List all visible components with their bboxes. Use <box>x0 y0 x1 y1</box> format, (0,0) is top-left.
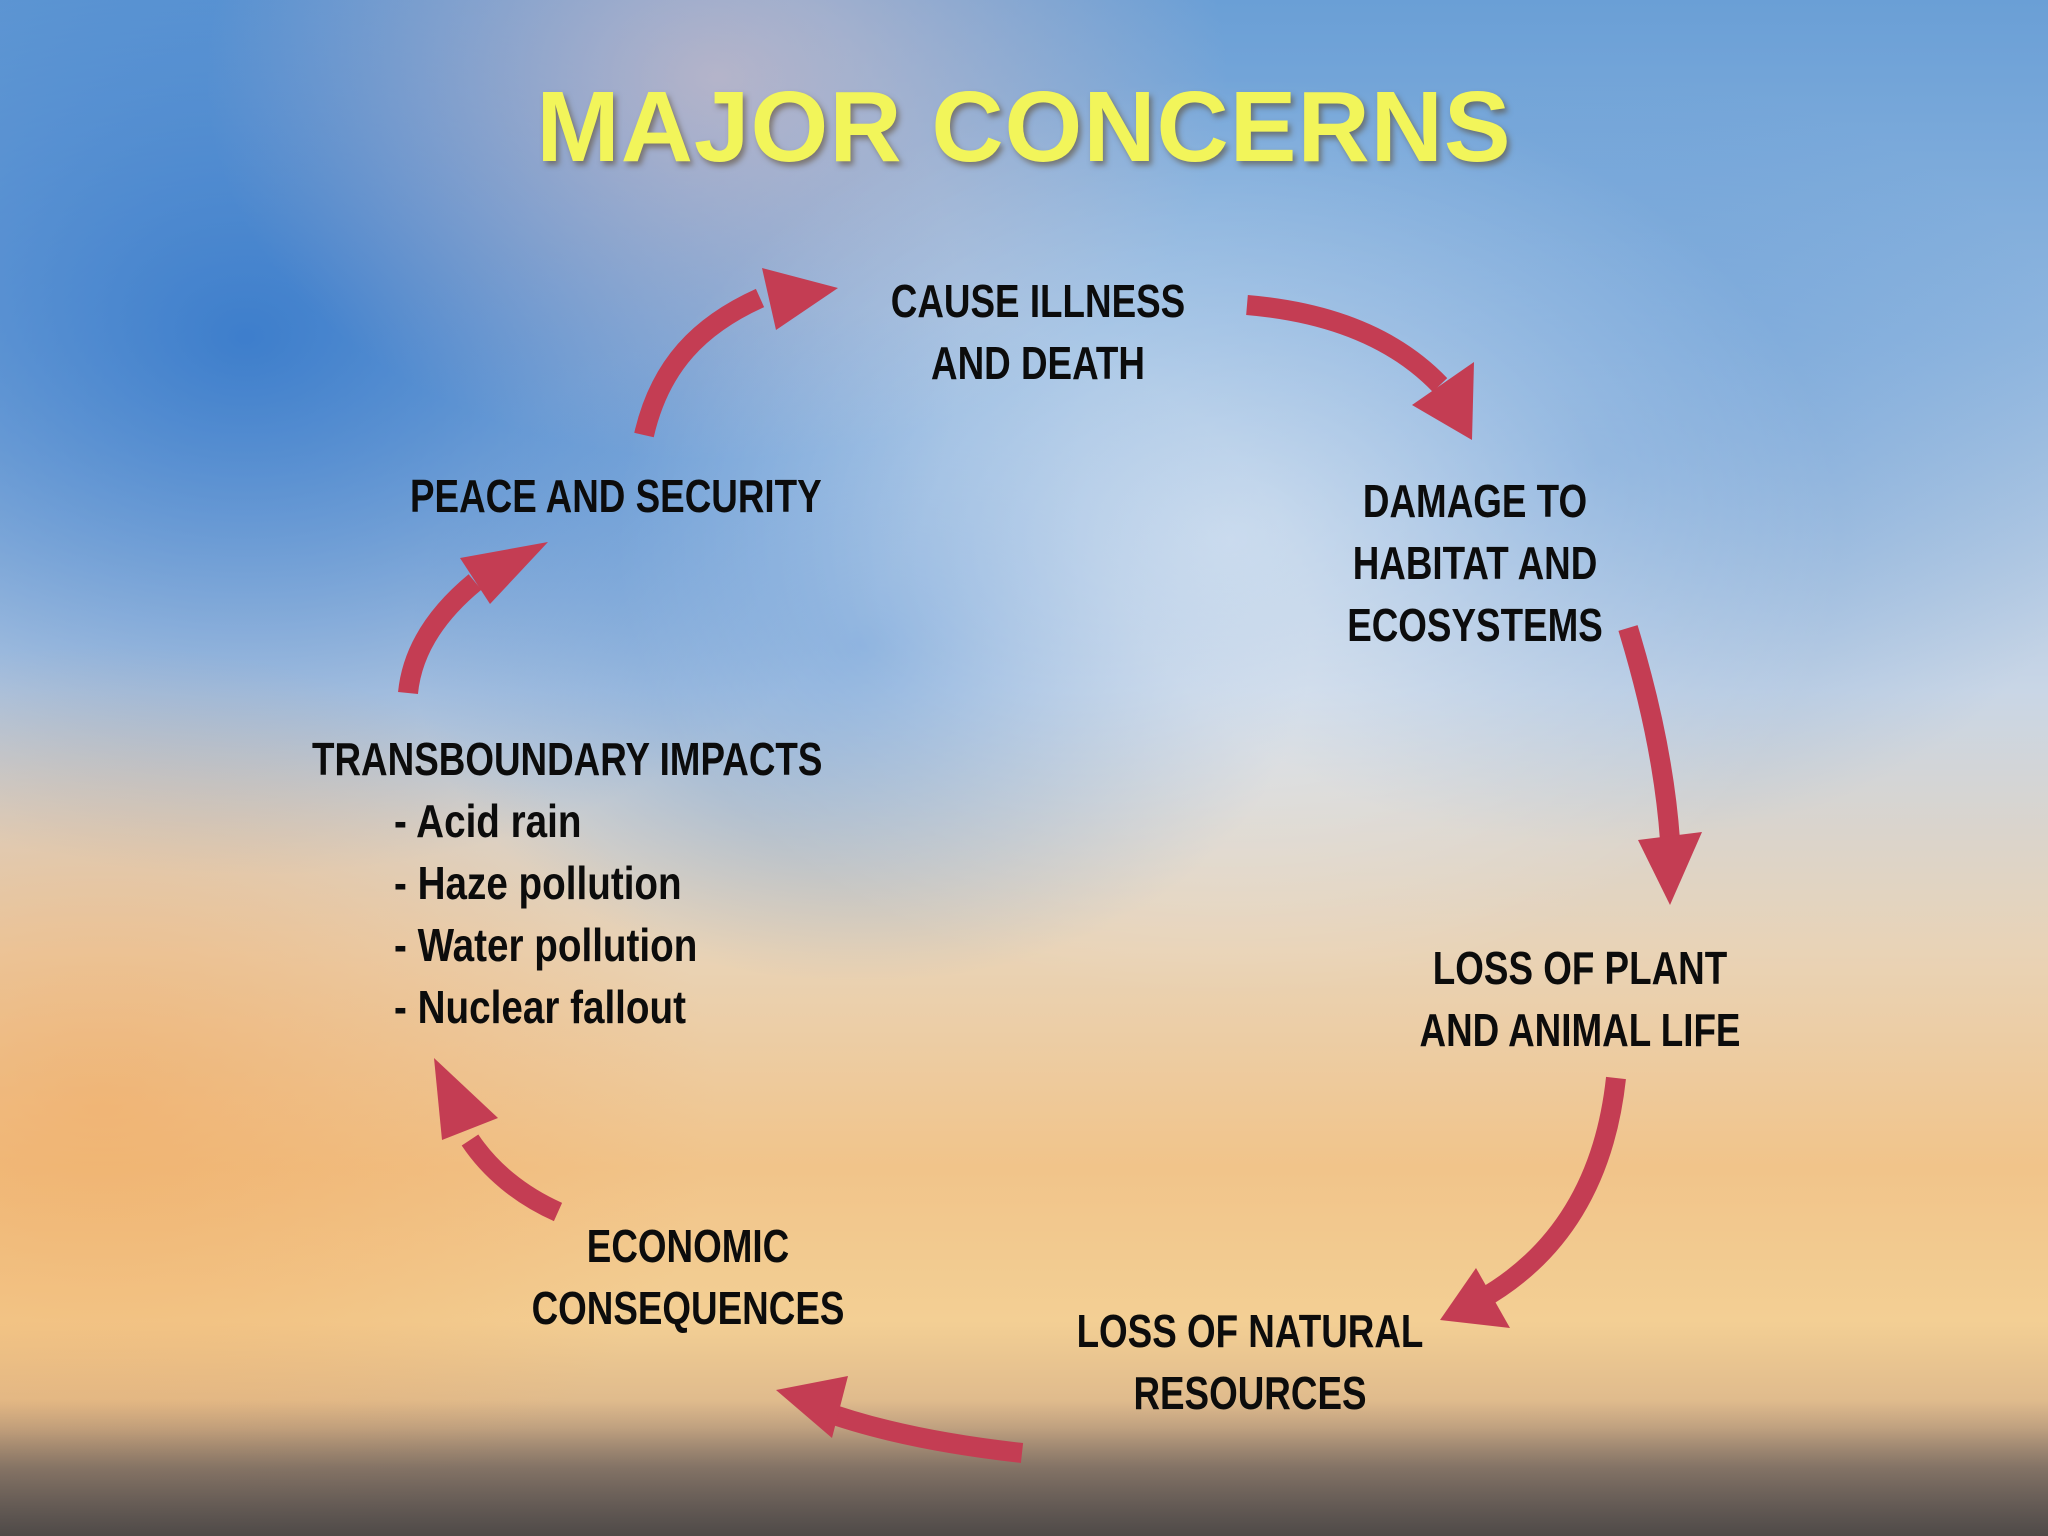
node-cause-illness: CAUSE ILLNESS AND DEATH <box>890 275 1186 389</box>
arrow-resources-to-economic <box>816 1400 1024 1463</box>
arrowhead-habitat <box>1412 362 1474 440</box>
arrow-transboundary-to-peace <box>398 574 482 695</box>
transboundary-list: - Acid rain - Haze pollution - Water pol… <box>394 790 697 1038</box>
arrow-illness-to-habitat <box>1246 295 1448 392</box>
arrowhead-economic <box>776 1376 848 1438</box>
arrow-economic-to-transboundary <box>461 1134 563 1222</box>
list-item: - Haze pollution <box>394 857 682 909</box>
node-loss-plant-animal: LOSS OF PLANT AND ANIMAL LIFE <box>1419 942 1741 1056</box>
node-transboundary-heading: TRANSBOUNDARY IMPACTS <box>312 733 823 785</box>
node-damage-habitat: DAMAGE TO HABITAT AND ECOSYSTEMS <box>1347 475 1603 651</box>
arrowhead-plant <box>1638 832 1702 905</box>
node-loss-natural-resources: LOSS OF NATURAL RESOURCES <box>1076 1305 1424 1419</box>
node-peace-security: PEACE AND SECURITY <box>410 470 822 522</box>
list-item: - Water pollution <box>394 919 698 971</box>
arrow-habitat-to-plant <box>1618 625 1680 841</box>
arrowhead-resources <box>1440 1268 1510 1328</box>
arrowhead-peace <box>460 542 548 604</box>
arrow-peace-to-illness <box>634 288 765 438</box>
arrow-plant-to-resources <box>1475 1076 1626 1309</box>
arrowhead-transboundary <box>434 1058 498 1140</box>
page-title: MAJOR CONCERNS <box>536 71 1512 183</box>
arrowhead-illness <box>762 268 838 330</box>
list-item: - Acid rain <box>394 795 582 847</box>
node-economic-consequences: ECONOMIC CONSEQUENCES <box>531 1220 845 1334</box>
list-item: - Nuclear fallout <box>394 981 686 1033</box>
